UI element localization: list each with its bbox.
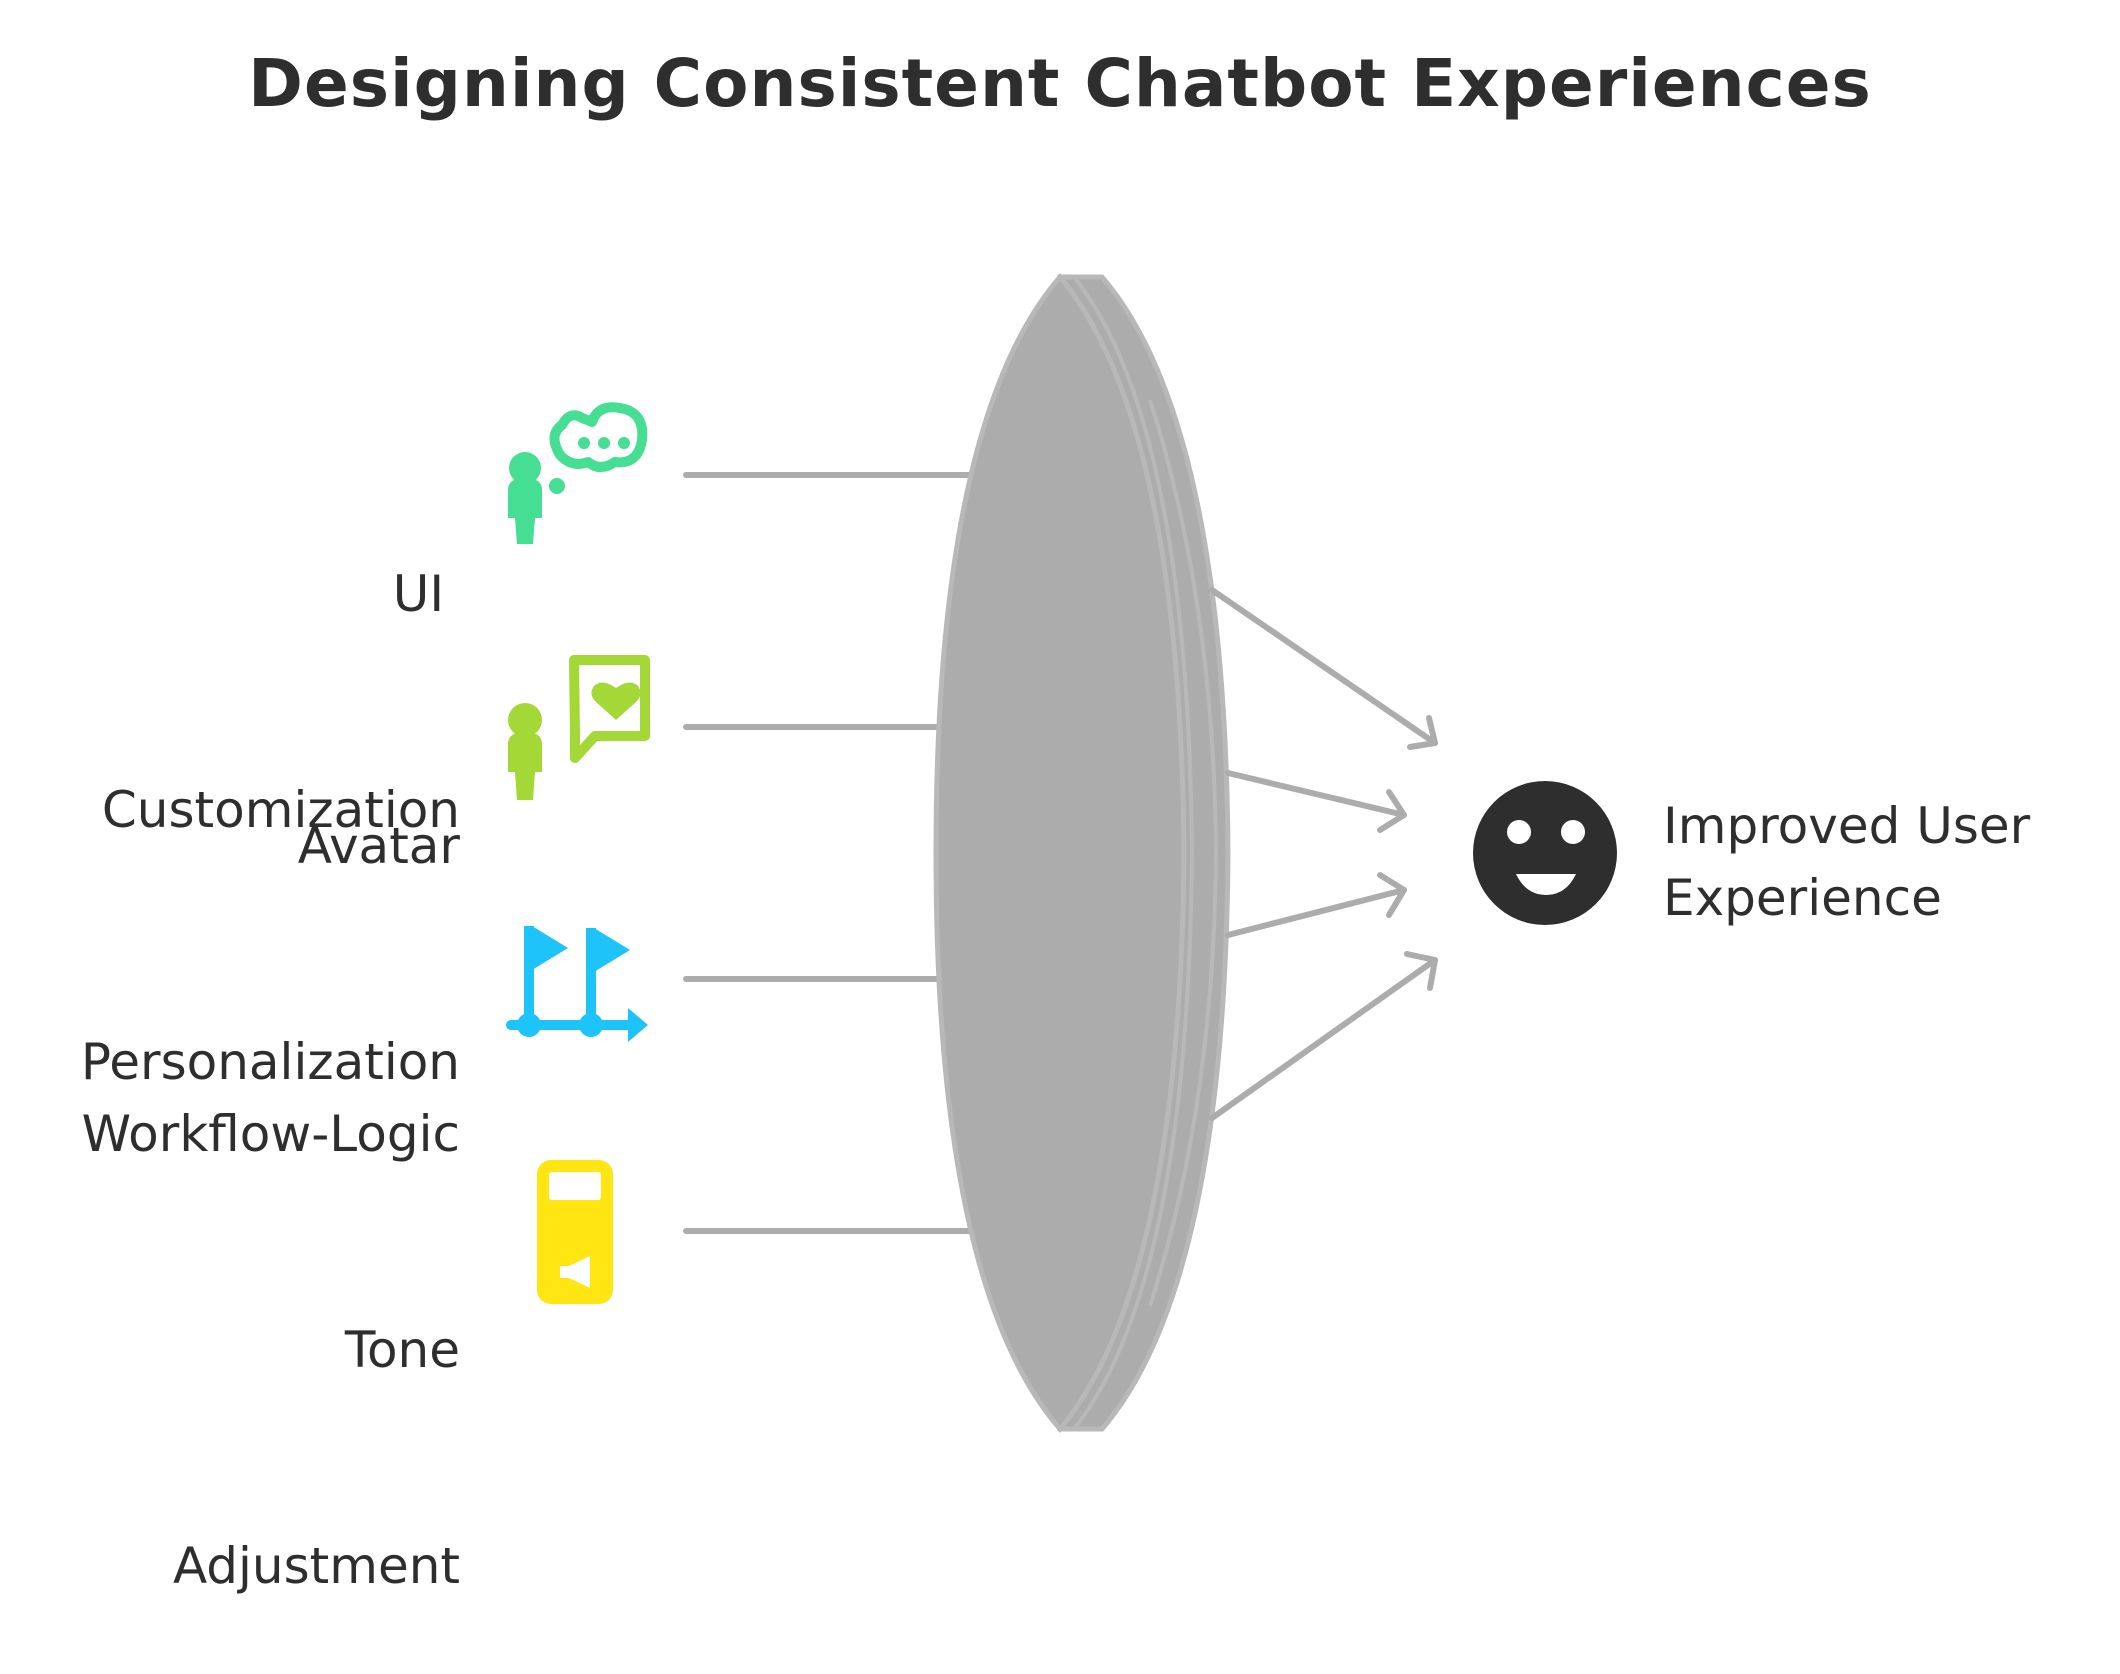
lens-rim-line bbox=[1072, 275, 1195, 1431]
input-connectors bbox=[683, 472, 983, 1234]
output-arrows bbox=[1209, 587, 1438, 1121]
tone-speaker-device-icon bbox=[537, 1160, 613, 1304]
lens-edge-line bbox=[1148, 399, 1219, 1307]
diagram-title: Designing Consistent Chatbot Experiences bbox=[248, 45, 1872, 122]
arrow-1 bbox=[1209, 587, 1438, 750]
label-avatar-personalization: Avatar Personalization bbox=[81, 666, 460, 1170]
label-line: Customization bbox=[101, 781, 460, 839]
label-line: Tone bbox=[344, 1321, 460, 1379]
workflow-flags-icon bbox=[506, 926, 648, 1042]
lens bbox=[933, 273, 1231, 1433]
label-improved-user-experience: Improved User Experience bbox=[1663, 790, 2030, 934]
label-line: Improved User bbox=[1663, 797, 2031, 855]
label-tone-adjustment: Tone Adjustment bbox=[173, 1170, 460, 1674]
arrow-3 bbox=[1225, 872, 1407, 938]
arrow-2 bbox=[1225, 770, 1407, 833]
label-line: Adjustment bbox=[172, 1537, 460, 1595]
arrow-4 bbox=[1209, 951, 1438, 1121]
lens-front bbox=[933, 273, 1187, 1433]
person-thought-bubble-icon bbox=[508, 402, 648, 544]
label-line: Experience bbox=[1663, 869, 1942, 927]
smiley-face-icon bbox=[1473, 781, 1617, 925]
label-workflow-logic: Workflow-Logic bbox=[82, 954, 460, 1242]
diagram-canvas bbox=[683, 273, 1617, 1433]
label-line: UI bbox=[392, 565, 460, 623]
label-line: Avatar bbox=[297, 817, 460, 875]
label-line: Personalization bbox=[80, 1033, 460, 1091]
person-heart-speech-icon bbox=[508, 655, 650, 800]
label-line: Workflow-Logic bbox=[81, 1105, 460, 1163]
label-ui-customization: UI Customization bbox=[102, 414, 460, 918]
